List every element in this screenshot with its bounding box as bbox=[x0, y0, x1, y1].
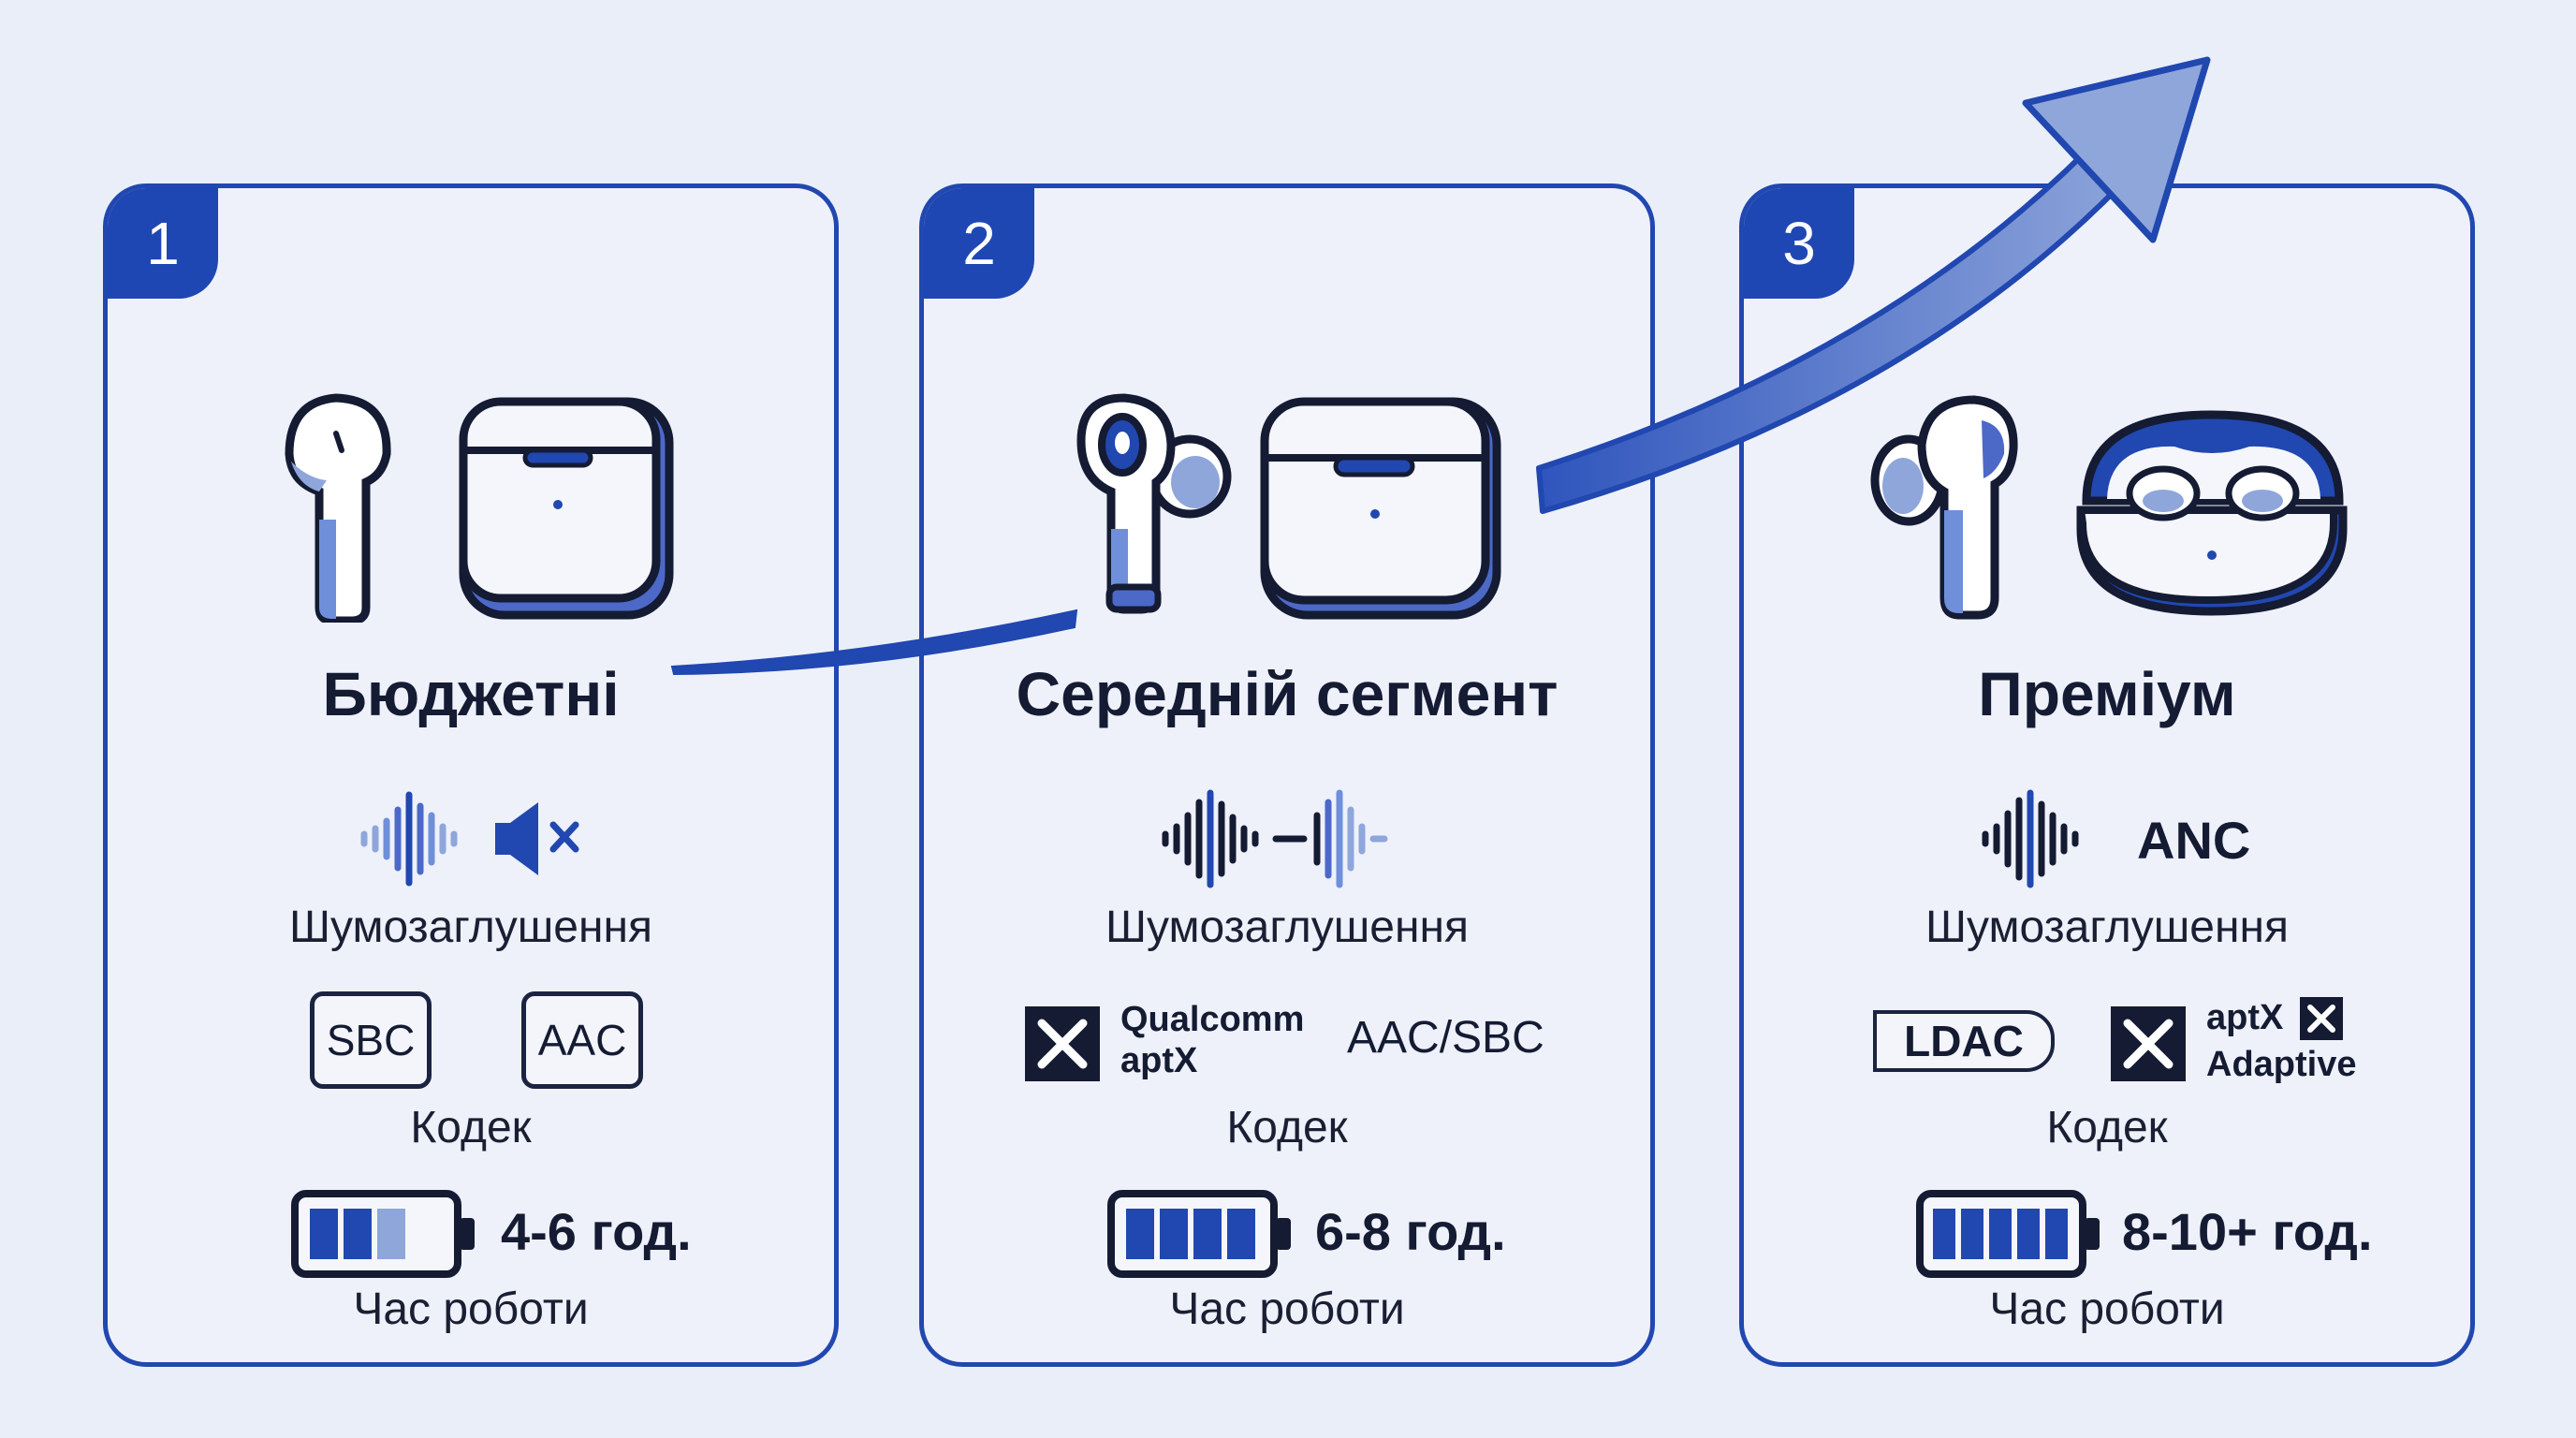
tier-card-budget: 1 Бюджетні bbox=[103, 183, 839, 1367]
battery-bar bbox=[1933, 1209, 1955, 1259]
noise-cancel-label: Шумозаглушення bbox=[1925, 902, 2289, 952]
battery-bar bbox=[1989, 1209, 2012, 1259]
case-icon bbox=[459, 397, 674, 620]
earbud-case-illustration bbox=[1076, 393, 1501, 620]
tier-number-badge: 3 bbox=[1744, 188, 1854, 299]
battery-icon bbox=[1916, 1190, 2100, 1278]
battery-label: Час роботи bbox=[1989, 1284, 2225, 1334]
sound-wave-icon bbox=[1982, 789, 2079, 888]
tier-card-premium: 3 Преміум bbox=[1739, 183, 2475, 1367]
battery-bar bbox=[1961, 1209, 1983, 1259]
noise-cancel-label: Шумозаглушення bbox=[1105, 902, 1469, 952]
battery-bar bbox=[2017, 1209, 2040, 1259]
battery-bar bbox=[1126, 1209, 1154, 1259]
codec-brand-line2: Adaptive bbox=[2206, 1045, 2357, 1084]
codec-brand-line1: aptX bbox=[2206, 998, 2284, 1037]
noise-cancel-label: Шумозаглушення bbox=[289, 902, 652, 952]
anc-label: ANC bbox=[2137, 811, 2251, 870]
battery-icon bbox=[291, 1190, 475, 1278]
battery-time: 4-6 год. bbox=[501, 1202, 692, 1261]
battery-bar bbox=[344, 1209, 372, 1259]
battery-bar bbox=[2045, 1209, 2068, 1259]
battery-bar bbox=[1227, 1209, 1255, 1259]
battery-bar bbox=[310, 1209, 338, 1259]
earbud-icon bbox=[285, 393, 391, 623]
aptx-logo-icon bbox=[2111, 1006, 2186, 1081]
battery-label: Час роботи bbox=[353, 1284, 589, 1334]
codec-brand-line2: aptX bbox=[1120, 1041, 1198, 1080]
aptx-logo-icon bbox=[1025, 1006, 1100, 1081]
earbud-case-illustration bbox=[285, 393, 674, 623]
sound-wave-icon bbox=[1162, 789, 1388, 888]
earbud-case-illustration bbox=[1870, 395, 2348, 620]
codec-label: Кодек bbox=[2046, 1103, 2168, 1152]
earbud-icon bbox=[1076, 393, 1232, 614]
codec-brand-line1: Qualcomm bbox=[1120, 1000, 1305, 1039]
aptx-small-logo-icon bbox=[2300, 997, 2343, 1040]
tier-title: Бюджетні bbox=[322, 659, 620, 728]
codec-badge-sbc: SBC bbox=[310, 991, 432, 1089]
codec-badge-aac: AAC bbox=[521, 991, 643, 1089]
noise-icons bbox=[360, 791, 579, 887]
battery-icon bbox=[1107, 1190, 1291, 1278]
battery-time: 8-10+ год. bbox=[2122, 1202, 2373, 1261]
codec-label: Кодек bbox=[1226, 1103, 1348, 1152]
earbud-icon bbox=[1870, 395, 2018, 620]
battery-bar bbox=[377, 1209, 405, 1259]
battery-bar bbox=[1193, 1209, 1222, 1259]
tier-title: Преміум bbox=[1978, 659, 2236, 728]
codec-label: Кодек bbox=[410, 1103, 532, 1152]
tier-title: Середній сегмент bbox=[1016, 659, 1559, 728]
battery-bar bbox=[1160, 1209, 1188, 1259]
battery-time: 6-8 год. bbox=[1315, 1202, 1506, 1261]
battery-label: Час роботи bbox=[1169, 1284, 1405, 1334]
case-icon bbox=[1260, 397, 1501, 620]
codec-badge-ldac: LDAC bbox=[1873, 1010, 2055, 1072]
case-icon bbox=[2076, 410, 2348, 616]
tier-number-badge: 2 bbox=[924, 188, 1034, 299]
mute-icon bbox=[495, 802, 579, 875]
tier-number-badge: 1 bbox=[108, 188, 218, 299]
tier-card-mid: 2 Середній сегмент bbox=[919, 183, 1655, 1367]
codec-aac-sbc: AAC/SBC bbox=[1347, 1013, 1544, 1063]
sound-wave-icon bbox=[360, 791, 458, 887]
